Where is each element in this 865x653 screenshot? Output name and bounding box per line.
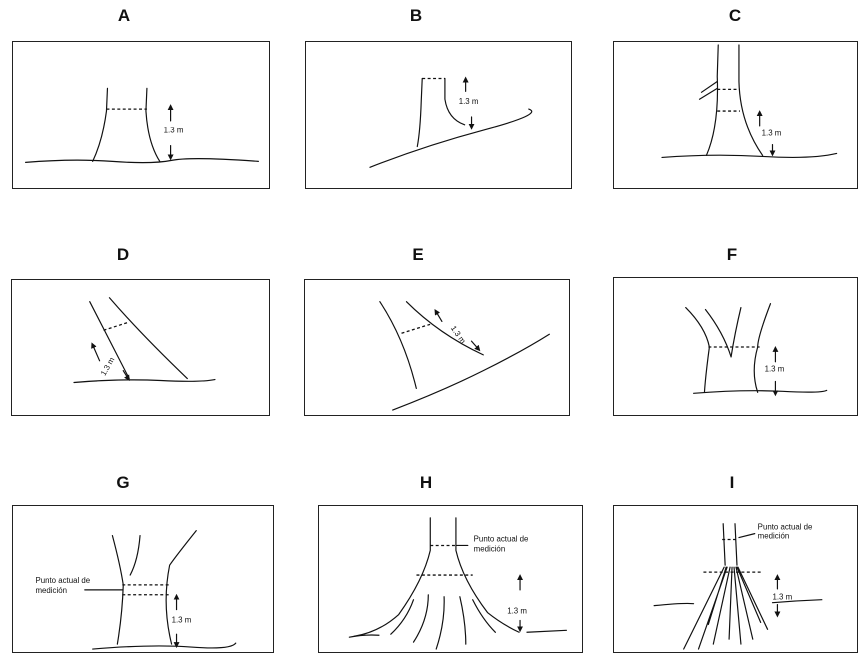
height-label: 1.3 m <box>164 126 184 135</box>
height-label: 1.3 m <box>99 355 117 377</box>
trunk-right <box>146 88 160 161</box>
trunk-upper <box>723 524 737 565</box>
stilt-roots <box>684 567 768 649</box>
height-label: 1.3 m <box>772 593 792 602</box>
height-label: 1.3 m <box>449 324 468 346</box>
up-arrow <box>93 345 100 361</box>
note-line-1: Punto actual de <box>758 523 813 532</box>
up-arrow <box>436 312 442 322</box>
trunk-right <box>166 531 196 644</box>
measure-line <box>402 324 431 333</box>
note-line-1: Punto actual de <box>35 576 90 585</box>
ground-line <box>662 153 837 157</box>
height-label: 1.3 m <box>459 97 479 106</box>
height-label: 1.3 m <box>172 615 192 624</box>
height-label: 1.3 m <box>765 365 785 374</box>
ground-left <box>654 603 693 605</box>
height-label: 1.3 m <box>507 607 527 616</box>
ground-line <box>93 643 236 649</box>
panel-b-slope-tree: 1.3 m <box>305 41 572 189</box>
note-line-1: Punto actual de <box>474 535 529 544</box>
side-branch <box>699 81 717 99</box>
ground-line <box>694 390 827 393</box>
panel-g-low-fork-tree: 1.3 m Punto actual de medición <box>12 505 274 653</box>
panel-i-title: I <box>712 473 752 493</box>
measure-line <box>104 322 129 330</box>
trunk-right <box>754 304 770 393</box>
panel-h-title: H <box>406 473 446 493</box>
panel-a-title: A <box>104 6 144 26</box>
panel-g-title: G <box>103 473 143 493</box>
note-line-2: medición <box>474 544 506 553</box>
panel-f-forked-tree: 1.3 m <box>613 277 858 416</box>
panel-d-leaning-tree: 1.3 m <box>11 279 270 416</box>
panel-b-title: B <box>396 6 436 26</box>
panel-e-title: E <box>398 245 438 265</box>
panel-e-leaning-slope-tree: 1.3 m <box>304 279 570 416</box>
note-pointer <box>739 534 755 538</box>
ground-line <box>370 109 532 167</box>
note-line-2: medición <box>758 532 790 541</box>
height-label: 1.3 m <box>762 129 782 138</box>
trunk-right <box>109 298 187 379</box>
down-arrow <box>471 341 478 349</box>
ground-line <box>74 380 215 383</box>
panel-i-stilt-root-tree: 1.3 m Punto actual de medición <box>613 505 858 653</box>
panel-h-buttress-tree: 1.3 m Punto actual de medición <box>318 505 583 653</box>
trunk-left <box>686 308 710 393</box>
trunk-left <box>354 518 430 636</box>
panel-c-branched-tree: 1.3 m <box>613 41 858 189</box>
ground-line <box>393 334 550 410</box>
trunk-left <box>706 45 718 155</box>
trunk-left <box>417 79 422 147</box>
panel-c-title: C <box>715 6 755 26</box>
trunk-right <box>739 45 763 155</box>
panel-f-title: F <box>712 245 752 265</box>
note-line-2: medición <box>35 586 67 595</box>
ground-right <box>527 630 566 632</box>
trunk-left <box>93 88 108 161</box>
fork-mid <box>130 536 140 575</box>
panel-d-title: D <box>103 245 143 265</box>
panel-a-straight-tree: 1.3 m <box>12 41 270 189</box>
ground-line <box>26 159 259 163</box>
fork-right-inner <box>731 308 741 357</box>
trunk-left <box>380 302 416 389</box>
